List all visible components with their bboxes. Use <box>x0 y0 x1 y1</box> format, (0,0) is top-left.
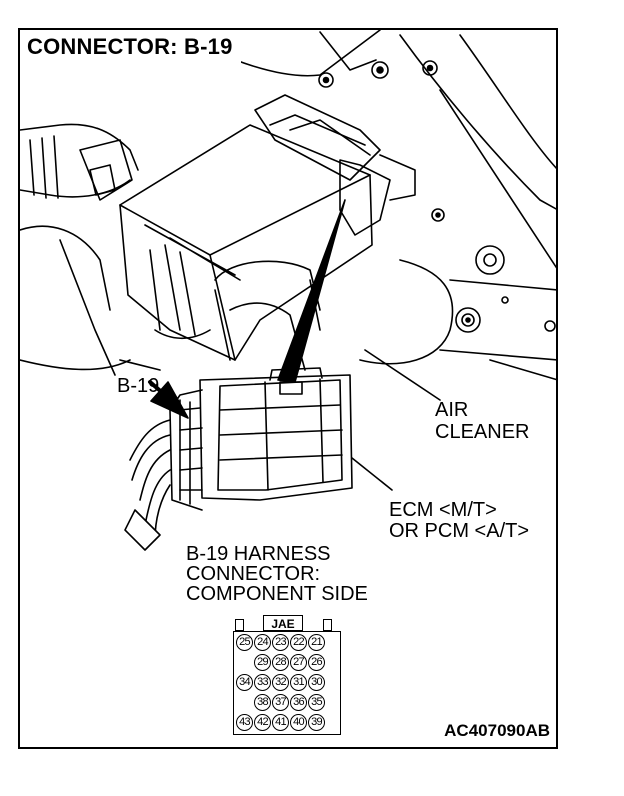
air-cleaner-label-line2: CLEANER <box>435 421 530 443</box>
page-title: CONNECTOR: B-19 <box>20 30 241 64</box>
pin: 22 <box>290 634 307 651</box>
pin: 33 <box>254 674 271 691</box>
pin: 24 <box>254 634 271 651</box>
pin-row: 43 42 41 40 39 <box>236 714 326 731</box>
pin-row: 38 37 36 35 <box>254 694 326 711</box>
pin: 23 <box>272 634 289 651</box>
pin-row: 25 24 23 22 21 <box>236 634 326 651</box>
connector-body: 25 24 23 22 21 29 28 27 26 34 33 32 31 3… <box>233 631 341 735</box>
figure-code: AC407090AB <box>444 721 550 740</box>
pin: 36 <box>290 694 307 711</box>
pin: 21 <box>308 634 325 651</box>
pin: 32 <box>272 674 289 691</box>
air-cleaner-label-line1: AIR <box>435 399 469 421</box>
pin: 25 <box>236 634 253 651</box>
connector-face: JAE 25 24 23 22 21 29 28 27 26 34 33 32 … <box>233 613 341 735</box>
harness-caption-line2: CONNECTOR: <box>186 563 321 585</box>
pin: 37 <box>272 694 289 711</box>
harness-caption: B-19 HARNESS CONNECTOR: COMPONENT SIDE <box>186 544 368 604</box>
pin-row: 29 28 27 26 <box>254 654 326 671</box>
pin: 30 <box>308 674 325 691</box>
pin: 35 <box>308 694 325 711</box>
ecm-label-line1: ECM <M/T> <box>389 499 497 521</box>
pin: 28 <box>272 654 289 671</box>
pin: 43 <box>236 714 253 731</box>
pin: 39 <box>308 714 325 731</box>
pin: 31 <box>290 674 307 691</box>
harness-caption-line1: B-19 HARNESS <box>186 543 331 565</box>
connector-tab-left <box>235 619 244 631</box>
connector-tab-right <box>323 619 332 631</box>
ecm-label-line2: OR PCM <A/T> <box>389 520 530 542</box>
pin: 40 <box>290 714 307 731</box>
harness-caption-line3: COMPONENT SIDE <box>186 583 368 605</box>
pin: 38 <box>254 694 271 711</box>
pin: 42 <box>254 714 271 731</box>
pin-row: 34 33 32 31 30 <box>236 674 326 691</box>
pin: 29 <box>254 654 271 671</box>
engine-bay-illustration <box>20 30 556 551</box>
pin: 27 <box>290 654 307 671</box>
diagram-frame: CONNECTOR: B-19 B-19 AIR CLEANER ECM <M/… <box>18 28 558 749</box>
pin: 41 <box>272 714 289 731</box>
pin: 26 <box>308 654 325 671</box>
pin: 34 <box>236 674 253 691</box>
connector-ref-label: B-19 <box>117 375 160 397</box>
connector-key-label: JAE <box>263 615 303 631</box>
